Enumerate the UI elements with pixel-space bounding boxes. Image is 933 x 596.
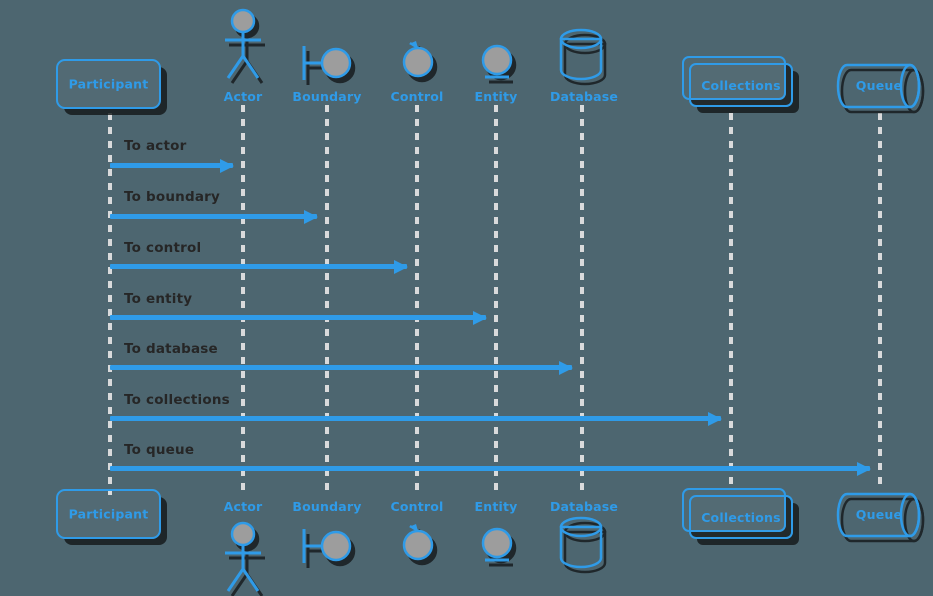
control-icon-top[interactable] [399, 38, 439, 80]
collections-label-top: Collections [701, 77, 781, 93]
boundary-label-bottom: Boundary [292, 499, 362, 514]
lifeline-entity [494, 105, 498, 495]
entity-icon-bottom[interactable] [479, 525, 517, 567]
actor-stick-figure-icon-top[interactable] [221, 8, 265, 82]
database-label-bottom: Database [549, 499, 619, 514]
message-arrow-to-control[interactable] [110, 264, 407, 269]
entity-icon-top[interactable] [479, 42, 517, 84]
participant-label-top: Participant [68, 76, 149, 92]
participant-box-top[interactable]: Participant [56, 59, 161, 109]
collections-stack-icon-bottom[interactable]: Collections [682, 488, 802, 548]
control-icon-bottom[interactable] [399, 521, 439, 563]
message-arrow-to-queue[interactable] [110, 466, 870, 471]
collections-label-bottom: Collections [701, 509, 781, 525]
actor-label-top: Actor [223, 89, 263, 104]
message-label-to-queue: To queue [124, 442, 195, 458]
database-cylinder-icon-top[interactable] [558, 27, 606, 85]
database-label-top: Database [549, 89, 619, 104]
collections-sheet-back-bottom [682, 488, 786, 532]
lifeline-participant [108, 113, 112, 495]
message-label-to-actor: To actor [124, 138, 187, 154]
participant-box-bottom[interactable]: Participant [56, 489, 161, 539]
entity-label-bottom: Entity [474, 499, 518, 514]
message-arrow-to-entity[interactable] [110, 315, 486, 320]
queue-cylinder-icon-bottom[interactable] [834, 491, 926, 541]
actor-label-bottom: Actor [223, 499, 263, 514]
message-label-to-entity: To entity [124, 291, 193, 307]
message-label-to-boundary: To boundary [124, 189, 220, 205]
boundary-icon-top[interactable] [301, 42, 353, 84]
queue-label-top: Queue [855, 78, 903, 93]
participant-label-bottom: Participant [68, 506, 149, 522]
lifeline-boundary [325, 105, 329, 495]
message-arrow-to-database[interactable] [110, 365, 572, 370]
message-arrow-to-actor[interactable] [110, 163, 233, 168]
message-label-to-database: To database [124, 341, 218, 357]
boundary-label-top: Boundary [292, 89, 362, 104]
collections-sheet-back [682, 56, 786, 100]
control-label-bottom: Control [390, 499, 444, 514]
message-label-to-collections: To collections [124, 392, 230, 408]
control-label-top: Control [390, 89, 444, 104]
queue-label-bottom: Queue [855, 507, 903, 522]
boundary-icon-bottom[interactable] [301, 525, 353, 567]
actor-stick-figure-icon-bottom[interactable] [221, 521, 265, 595]
lifeline-control [415, 105, 419, 495]
collections-sheet-front-bottom [689, 495, 793, 539]
lifeline-actor [241, 105, 245, 495]
database-cylinder-icon-bottom[interactable] [558, 515, 606, 573]
message-label-to-control: To control [124, 240, 202, 256]
collections-stack-icon-top[interactable]: Collections [682, 56, 802, 116]
lifeline-queue [878, 113, 882, 490]
queue-cylinder-icon-top[interactable] [834, 62, 926, 112]
lifeline-collections [729, 113, 733, 490]
entity-label-top: Entity [474, 89, 518, 104]
message-arrow-to-boundary[interactable] [110, 214, 317, 219]
collections-sheet-front [689, 63, 793, 107]
lifeline-database [580, 105, 584, 495]
message-arrow-to-collections[interactable] [110, 416, 721, 421]
